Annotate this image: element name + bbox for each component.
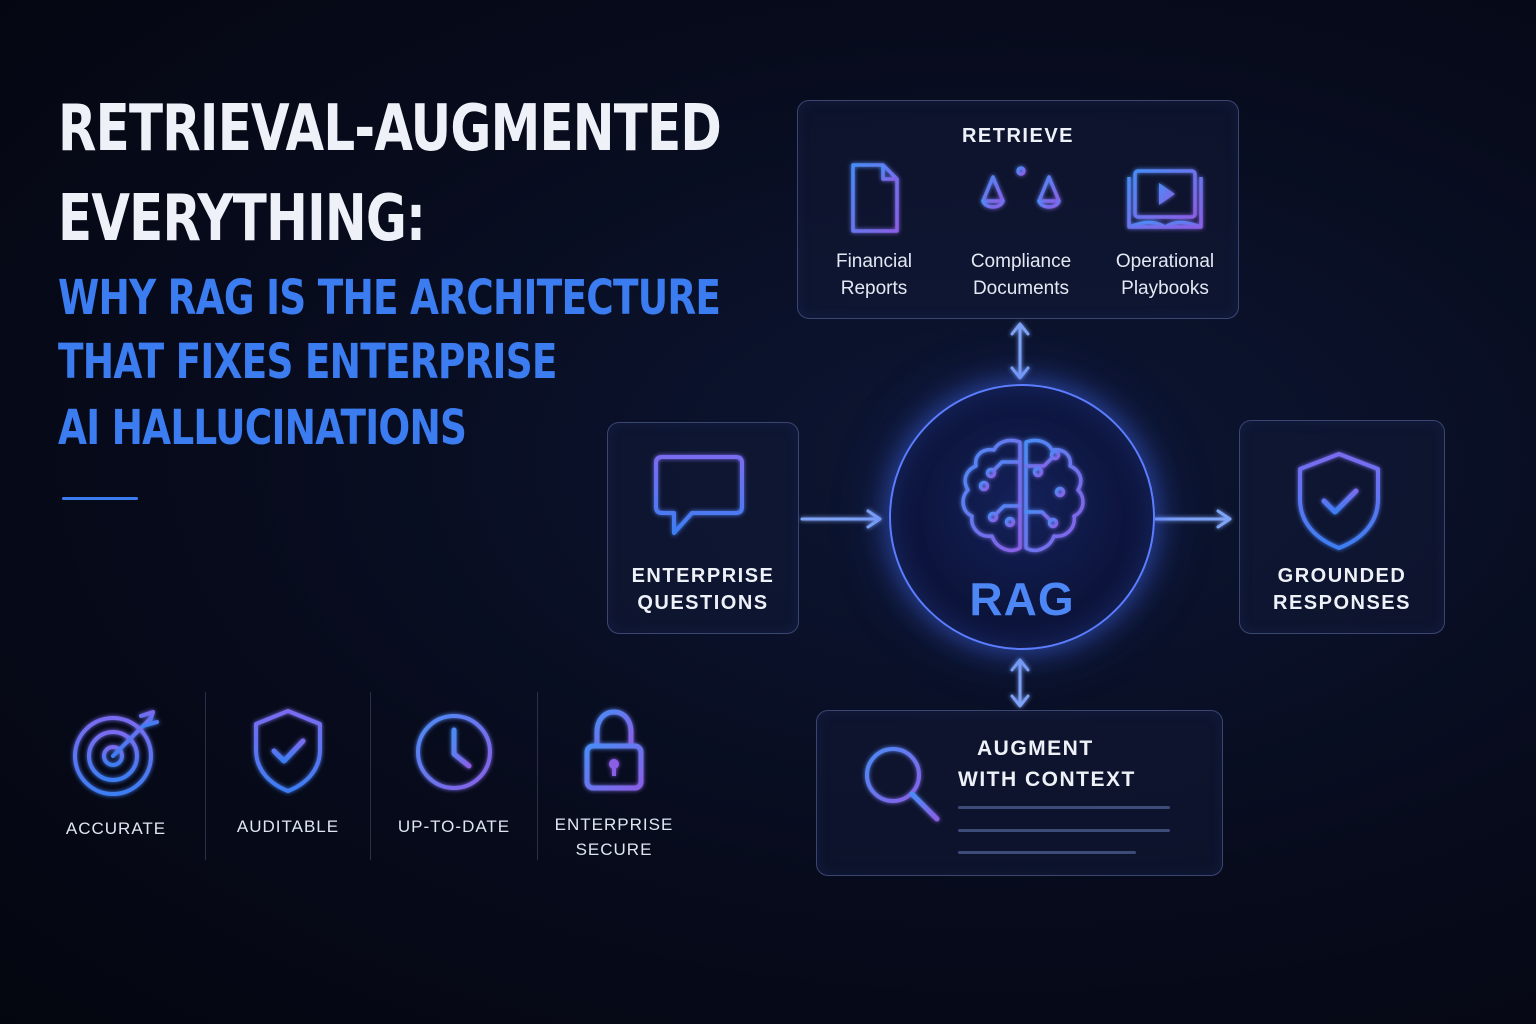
enterprise-questions-box: ENTERPRISE QUESTIONS [607,422,799,634]
divider [537,692,538,860]
accent-divider [62,497,138,500]
retrieve-title: RETRIEVE [961,125,1075,147]
context-line [958,829,1170,832]
rag-core: RAG [889,384,1155,650]
benefit-up-to-date: UP-TO-DATE [392,708,516,839]
title-line-1: RETRIEVAL-AUGMENTED [58,92,722,166]
subtitle-line-3: AI HALLUCINATIONS [58,400,467,456]
benefit-auditable: AUDITABLE [228,706,348,839]
clock-icon [416,714,492,790]
output-label-line2: RESPONSES [1273,592,1411,614]
benefit-enterprise-secure: ENTERPRISE SECURE [554,706,674,862]
benefit-label: UP-TO-DATE [397,817,511,836]
subtitle-line-1: WHY RAG IS THE ARCHITECTURE [58,270,721,326]
retrieve-item-operational-playbooks: Operational Playbooks [1095,161,1235,302]
augment-label-line1: AUGMENT [977,737,1094,760]
output-label-line1: GROUNDED [1277,565,1407,587]
rag-label: RAG [969,573,1075,625]
context-line [958,806,1170,809]
benefit-label-line2: SECURE [575,840,653,859]
brain-circuit-icon [961,438,1085,553]
augment-label-line2: WITH CONTEXT [958,768,1136,791]
item-label: Compliance Documents [951,248,1091,302]
input-label-line1: ENTERPRISE [631,565,775,587]
retrieve-item-compliance-documents: Compliance Documents [951,161,1091,302]
input-label: ENTERPRISE QUESTIONS [608,563,798,617]
augment-box [816,710,1223,876]
context-line [958,851,1136,854]
retrieve-item-financial-reports: Financial Reports [804,161,944,302]
benefit-label: ENTERPRISE SECURE [554,812,674,862]
item-label-line1: Operational [1115,251,1215,272]
item-label: Financial Reports [804,248,944,302]
divider [205,692,206,860]
benefit-label: ACCURATE [65,819,167,838]
item-label-line2: Documents [972,278,1070,299]
document-icon [851,163,899,233]
item-label-line2: Playbooks [1121,278,1209,299]
retrieve-box: RETRIEVE Financial Reports [797,100,1239,319]
grounded-responses-box: GROUNDED RESPONSES [1239,420,1445,634]
video-book-icon [1127,169,1203,229]
target-icon [73,710,159,796]
subtitle-line-2: THAT FIXES ENTERPRISE [58,334,557,390]
benefit-label-line1: ENTERPRISE [554,815,674,834]
scales-icon [981,166,1061,229]
shield-check-icon [254,709,322,793]
lock-icon [584,709,644,791]
shield-check-icon [1298,452,1380,550]
magnifier-icon [865,747,940,822]
divider [370,692,371,860]
benefit-label: AUDITABLE [236,817,340,836]
output-label: GROUNDED RESPONSES [1240,563,1444,617]
benefit-accurate: ACCURATE [56,708,176,841]
chat-icon [654,455,744,535]
input-label-line2: QUESTIONS [637,592,769,614]
item-label-line1: Financial [835,251,913,272]
item-label: Operational Playbooks [1095,248,1235,302]
title-line-2: EVERYTHING: [58,182,426,256]
item-label-line1: Compliance [970,251,1072,272]
augment-label: AUGMENT WITH CONTEXT [958,733,1136,795]
item-label-line2: Reports [840,278,908,299]
